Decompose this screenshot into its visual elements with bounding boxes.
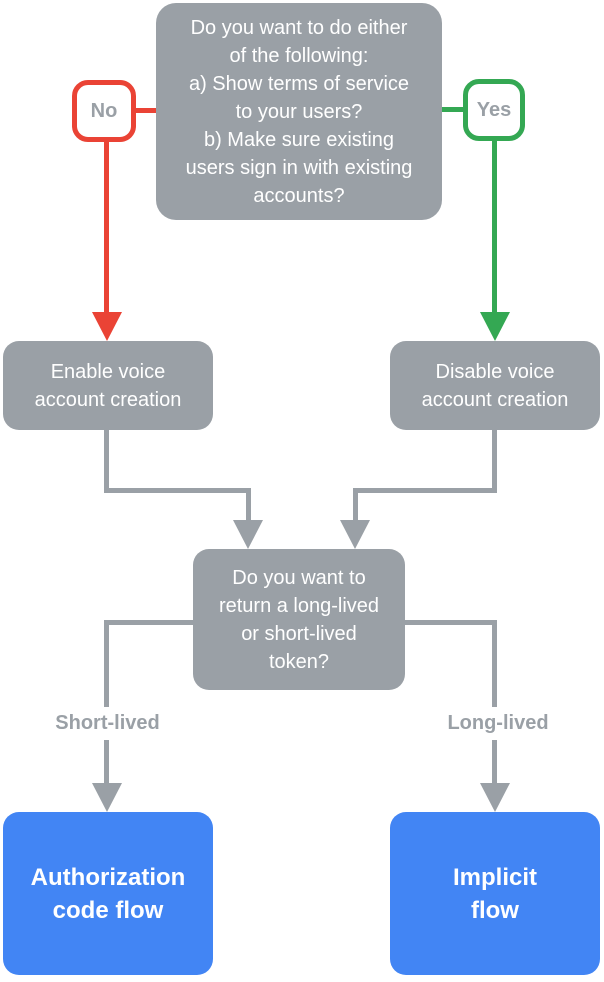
connector-q2-right-horizontal [404, 620, 497, 625]
connector-disable-into-q2 [353, 488, 358, 523]
gray-arrow-into-authcode-icon [92, 783, 122, 812]
connector-enable-into-q2 [246, 488, 251, 523]
gray-arrow-into-implicit-icon [480, 783, 510, 812]
gray-arrow-down-right-icon [340, 520, 370, 549]
connector-no-horizontal [136, 108, 156, 113]
connector-q2-left-horizontal [104, 620, 194, 625]
connector-no-vertical [104, 138, 109, 313]
implicit-flow-node: Implicit flow [390, 812, 600, 975]
disable-voice-text: Disable voice account creation [421, 360, 569, 411]
green-arrow-down-icon [480, 312, 510, 341]
connector-shortlived-down [104, 620, 109, 785]
connector-disable-horizontal [353, 488, 497, 493]
yes-badge: Yes [463, 79, 525, 141]
long-lived-label-text: Long-lived [447, 712, 549, 734]
connector-yes-vertical [492, 138, 497, 313]
disable-voice-node: Disable voice account creation [390, 341, 600, 430]
connector-yes-horizontal [442, 107, 463, 112]
implicit-flow-text: Implicit flow [452, 863, 537, 924]
red-arrow-down-icon [92, 312, 122, 341]
enable-voice-node: Enable voice account creation [3, 341, 213, 430]
no-badge-label: No [90, 99, 118, 122]
short-lived-label-text: Short-lived [55, 712, 160, 734]
gray-arrow-down-left-icon [233, 520, 263, 549]
long-lived-label: Long-lived [410, 707, 586, 740]
question-terms-text: Do you want to do either of the followin… [185, 16, 413, 207]
enable-voice-text: Enable voice account creation [34, 360, 182, 411]
no-badge: No [72, 80, 136, 142]
yes-badge-label: Yes [476, 98, 512, 121]
question-token-node: Do you want to return a long-lived or sh… [193, 549, 405, 690]
short-lived-label: Short-lived [22, 707, 193, 740]
question-terms-node: Do you want to do either of the followin… [156, 3, 442, 220]
connector-disable-down [492, 430, 497, 493]
connector-enable-horizontal [104, 488, 251, 493]
connector-enable-down [104, 430, 109, 493]
connector-longlived-down [492, 620, 497, 785]
authorization-code-flow-text: Authorization code flow [30, 863, 186, 924]
question-token-text: Do you want to return a long-lived or sh… [218, 566, 380, 673]
authorization-code-flow-node: Authorization code flow [3, 812, 213, 975]
